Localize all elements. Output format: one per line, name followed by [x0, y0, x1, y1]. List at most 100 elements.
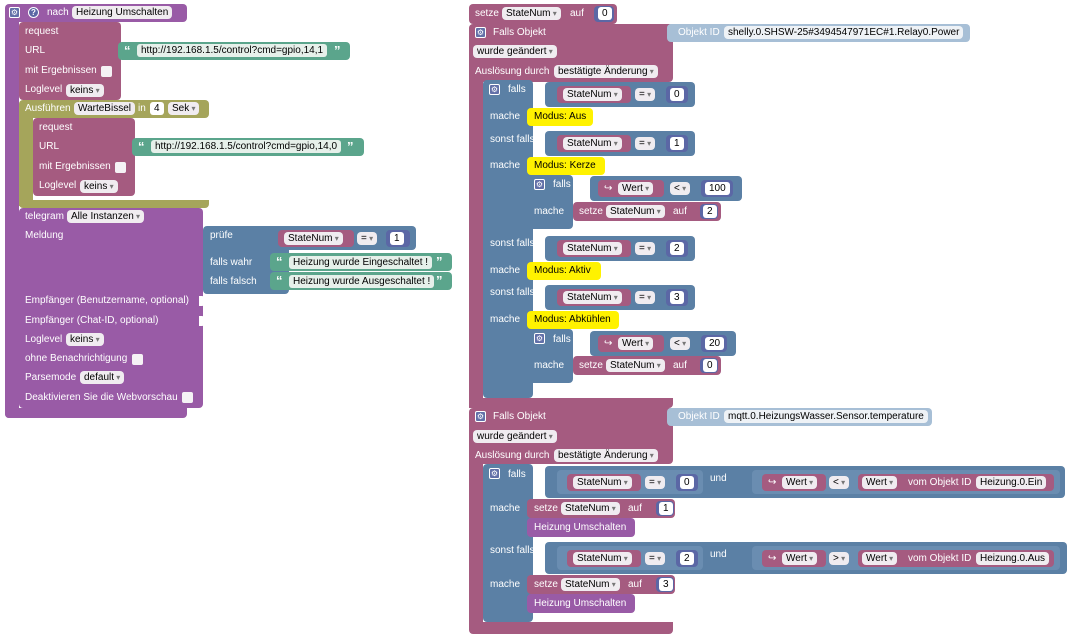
operator-dropdown[interactable]: = [357, 232, 378, 245]
init-value[interactable]: 0 [598, 7, 612, 20]
compare-value[interactable]: 0 [680, 476, 694, 489]
compare-value[interactable]: 2 [680, 552, 694, 565]
debug-block[interactable] [527, 108, 593, 126]
compare-value[interactable]: 1 [670, 137, 684, 150]
auf-label: auf [673, 206, 687, 217]
falls-wahr-label: falls wahr [210, 257, 253, 268]
quote-open-icon: “ [276, 254, 283, 269]
wert-dropdown[interactable]: Wert [862, 552, 898, 565]
trigger-type-dropdown[interactable]: wurde geändert [473, 45, 557, 58]
gear-icon[interactable]: ⚙ [475, 411, 486, 422]
input-socket[interactable] [199, 316, 205, 326]
mit-ergebnissen-checkbox[interactable] [101, 66, 112, 77]
url-field-2[interactable]: http://192.168.1.5/control?cmd=gpio,14,0 [151, 140, 342, 153]
operator-dropdown[interactable]: = [635, 291, 656, 304]
trigger-type-dropdown[interactable]: wurde geändert [473, 430, 557, 443]
delay-unit-dropdown[interactable]: Sek [168, 102, 200, 115]
compare-value[interactable]: 1 [390, 232, 404, 245]
url-label: URL [39, 141, 60, 152]
parsemode-dropdown[interactable]: default [80, 371, 125, 384]
set-value[interactable]: 0 [703, 359, 717, 372]
ausloesung-dropdown[interactable]: bestätigte Änderung [554, 65, 658, 78]
ausloesung-dropdown[interactable]: bestätigte Änderung [554, 449, 658, 462]
gear-icon[interactable]: ⚙ [489, 468, 500, 479]
falls-label: falls [508, 84, 526, 95]
operator-dropdown[interactable]: < [829, 476, 850, 489]
if-block-1[interactable] [483, 80, 533, 398]
call-procedure-block[interactable] [527, 594, 635, 613]
wert-dropdown[interactable]: Wert [618, 182, 654, 195]
operator-dropdown[interactable]: = [645, 552, 666, 565]
gear-icon[interactable]: ⚙ [475, 27, 486, 38]
trigger-spine-2 [469, 460, 483, 630]
debug-block[interactable] [527, 311, 619, 329]
if-block-2[interactable] [483, 464, 533, 622]
set-var-dropdown[interactable]: StateNum [502, 7, 561, 20]
state-var-dropdown[interactable]: StateNum [573, 476, 632, 489]
operator-dropdown[interactable]: < [670, 182, 691, 195]
setze-label: setze [579, 206, 603, 217]
timeout-name-field[interactable]: WarteBissel [74, 102, 135, 115]
set-var-dropdown[interactable]: StateNum [606, 359, 665, 372]
operator-dropdown[interactable]: = [635, 137, 656, 150]
state-var-dropdown[interactable]: StateNum [284, 232, 343, 245]
loglevel-dropdown[interactable]: keins [66, 84, 104, 97]
debug-block[interactable] [527, 262, 601, 280]
falls-falsch-text[interactable]: Heizung wurde Ausgeschaltet ! [289, 275, 435, 288]
empfaenger-user-label: Empfänger (Benutzername, optional) [25, 295, 189, 306]
state-var-dropdown[interactable]: StateNum [563, 137, 622, 150]
und-label: und [710, 473, 727, 484]
compare-value[interactable]: 2 [670, 242, 684, 255]
object-id-field-2[interactable]: mqtt.0.HeizungsWasser.Sensor.temperature [724, 410, 928, 423]
loglevel-label: Loglevel [39, 180, 77, 191]
set-var-dropdown[interactable]: StateNum [561, 578, 620, 591]
debug-block[interactable] [527, 157, 605, 175]
wert-dropdown[interactable]: Wert [782, 552, 818, 565]
gear-icon[interactable]: ⚙ [534, 333, 545, 344]
set-value[interactable]: 2 [703, 205, 717, 218]
wert-dropdown[interactable]: Wert [618, 337, 654, 350]
mit-ergebnissen-checkbox[interactable] [115, 162, 126, 173]
sonst-falls-label: sonst falls [490, 545, 535, 556]
url-field-1[interactable]: http://192.168.1.5/control?cmd=gpio,14,1 [137, 44, 328, 57]
wert-dropdown[interactable]: Wert [862, 476, 898, 489]
gear-icon[interactable]: ⚙ [534, 179, 545, 190]
delay-input[interactable]: 4 [150, 102, 164, 115]
falls-wahr-text[interactable]: Heizung wurde Eingeschaltet ! [289, 256, 433, 269]
procedure-name-field[interactable]: Heizung Umschalten [72, 6, 173, 19]
help-icon[interactable]: ? [28, 7, 39, 18]
operator-dropdown[interactable]: = [635, 242, 656, 255]
object-id-field-1[interactable]: shelly.0.SHSW-25#3494547971EC#1.Relay0.P… [724, 26, 964, 39]
loglevel-dropdown[interactable]: keins [66, 333, 104, 346]
input-socket[interactable] [199, 296, 205, 306]
parsemode-label: Parsemode [25, 372, 77, 383]
operator-dropdown[interactable]: = [635, 88, 656, 101]
state-var-dropdown[interactable]: StateNum [563, 242, 622, 255]
telegram-instance-dropdown[interactable]: Alle Instanzen [67, 210, 145, 223]
compare-value[interactable]: 3 [670, 291, 684, 304]
state-var-dropdown[interactable]: StateNum [563, 88, 622, 101]
compare-value[interactable]: 20 [705, 337, 725, 350]
object-ref-field[interactable]: Heizung.0.Ein [976, 476, 1047, 489]
compare-value[interactable]: 0 [670, 88, 684, 101]
state-var-dropdown[interactable]: StateNum [563, 291, 622, 304]
ohne-benachrichtigung-checkbox[interactable] [132, 354, 143, 365]
state-var-dropdown[interactable]: StateNum [573, 552, 632, 565]
ausfuehren-label: Ausführen [25, 103, 71, 114]
set-var-dropdown[interactable]: StateNum [606, 205, 665, 218]
loglevel-dropdown[interactable]: keins [80, 180, 118, 193]
set-value[interactable]: 3 [659, 578, 673, 591]
operator-dropdown[interactable]: < [670, 337, 691, 350]
set-var-dropdown[interactable]: StateNum [561, 502, 620, 515]
set-value[interactable]: 1 [659, 502, 673, 515]
object-ref-field[interactable]: Heizung.0.Aus [976, 552, 1050, 565]
operator-dropdown[interactable]: = [645, 476, 666, 489]
wert-dropdown[interactable]: Wert [782, 476, 818, 489]
gear-icon[interactable]: ⚙ [9, 7, 20, 18]
deaktivieren-checkbox[interactable] [182, 392, 193, 403]
call-procedure-block[interactable] [527, 518, 635, 537]
gear-icon[interactable]: ⚙ [489, 84, 500, 95]
operator-dropdown[interactable]: > [829, 552, 850, 565]
sonst-falls-label: sonst falls [490, 238, 535, 249]
compare-value[interactable]: 100 [705, 182, 730, 195]
